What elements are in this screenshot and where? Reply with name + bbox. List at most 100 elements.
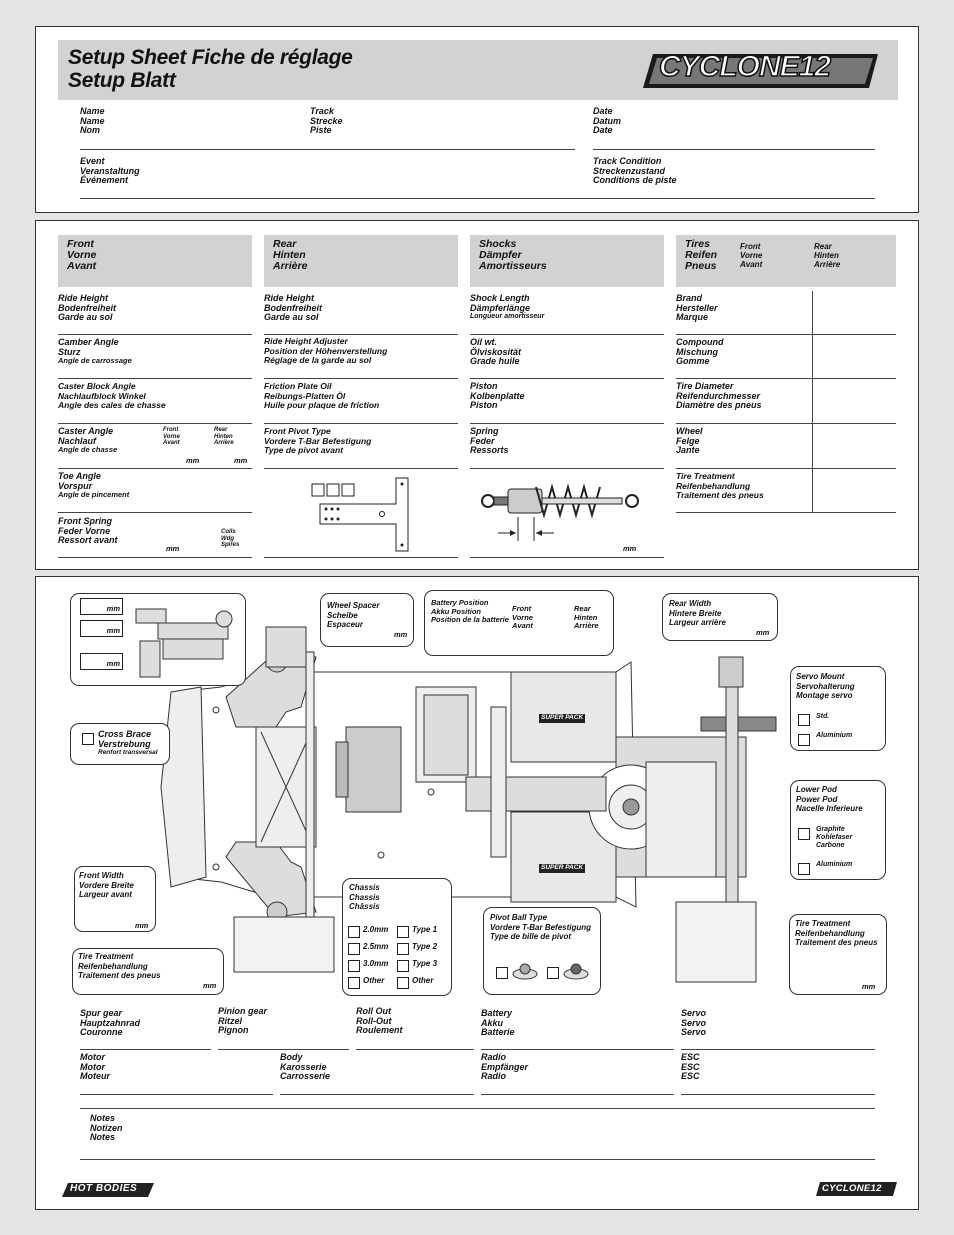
chassis-2mm-checkbox[interactable]: [348, 926, 360, 938]
lower-pod-alu-checkbox[interactable]: [798, 863, 810, 875]
event-input-line[interactable]: [80, 198, 875, 199]
compound-line[interactable]: [676, 378, 896, 379]
cross-brace-checkbox[interactable]: [82, 733, 94, 745]
type-other-checkbox[interactable]: [397, 977, 409, 989]
battery-field-line[interactable]: [481, 1049, 674, 1050]
shock-spring-line[interactable]: [470, 468, 664, 469]
shock-diagram-bottom-line: [470, 557, 664, 558]
pivot-ball-callout: [483, 907, 601, 995]
type1-checkbox[interactable]: [397, 926, 409, 938]
caster-rear-mm: mm: [234, 456, 248, 465]
toe-line[interactable]: [58, 512, 252, 513]
esc-line[interactable]: [681, 1094, 875, 1095]
chassis-3mm-checkbox[interactable]: [348, 960, 360, 972]
spacer-box-1[interactable]: mm: [80, 598, 123, 615]
tires-front-rear-divider: [812, 291, 813, 513]
brand-line[interactable]: [676, 334, 896, 335]
camber-line[interactable]: [58, 378, 252, 379]
pivot-type-line[interactable]: [264, 468, 458, 469]
front-width-mm: mm: [135, 921, 149, 930]
notes-top-line: [80, 1108, 875, 1109]
treatment-line[interactable]: [676, 512, 896, 513]
piston-line[interactable]: [470, 423, 664, 424]
type1-label: Type 1: [412, 925, 438, 934]
rh-adjuster-line[interactable]: [264, 378, 458, 379]
type3-checkbox[interactable]: [397, 960, 409, 972]
chassis-25mm-label: 2.5mm: [363, 942, 389, 951]
notes-bottom-line[interactable]: [80, 1159, 875, 1160]
servo-alu-checkbox[interactable]: [798, 734, 810, 746]
body-line[interactable]: [280, 1094, 474, 1095]
shock-mm: mm: [623, 544, 637, 553]
pivot-ball-drawing-1: [510, 961, 540, 981]
name-track-input-line[interactable]: [80, 149, 575, 150]
pivot-diagram-bottom-line: [264, 557, 458, 558]
spacer-box-3[interactable]: mm: [80, 653, 123, 670]
t-bar-diagram: [306, 476, 416, 556]
friction-line[interactable]: [264, 423, 458, 424]
roll-out-line[interactable]: [356, 1049, 474, 1050]
title-bar: Setup Sheet Fiche de réglage Setup Blatt…: [58, 40, 898, 100]
oil-line[interactable]: [470, 378, 664, 379]
front-tire-treatment-callout: [72, 948, 224, 995]
servo-std-checkbox[interactable]: [798, 714, 810, 726]
front-spring-line[interactable]: [58, 557, 252, 558]
shock-length-line[interactable]: [470, 334, 664, 335]
type2-checkbox[interactable]: [397, 943, 409, 955]
servo-std-label: Std.: [816, 713, 830, 720]
pinion-gear-line[interactable]: [218, 1049, 349, 1050]
wheel-spacer-callout: [320, 593, 414, 647]
spacer-box-2[interactable]: mm: [80, 620, 123, 637]
lower-pod-graphite-checkbox[interactable]: [798, 828, 810, 840]
hot-bodies-logo: HOT BODIES: [56, 1181, 156, 1199]
radio-line[interactable]: [481, 1094, 674, 1095]
motor-line[interactable]: [80, 1094, 273, 1095]
rear-ride-height-line[interactable]: [264, 334, 458, 335]
cyclone-footer-logo: CYCLONE12: [812, 1181, 898, 1197]
front-tire-treatment-mm: mm: [203, 981, 217, 990]
caster-line[interactable]: [58, 468, 252, 469]
front-ride-height-line[interactable]: [58, 334, 252, 335]
servo-field-line[interactable]: [681, 1049, 875, 1050]
chassis-3mm-label: 3.0mm: [363, 959, 389, 968]
chassis-2mm-label: 2.0mm: [363, 925, 389, 934]
caster-block-line[interactable]: [58, 423, 252, 424]
rear-tire-treatment-callout: [789, 914, 887, 995]
pivot-ball-2-checkbox[interactable]: [547, 967, 559, 979]
rear-width-callout: [662, 593, 778, 641]
type3-label: Type 3: [412, 959, 438, 968]
pivot-ball-1-checkbox[interactable]: [496, 967, 508, 979]
chassis-25mm-checkbox[interactable]: [348, 943, 360, 955]
chassis-other-checkbox[interactable]: [348, 977, 360, 989]
spur-gear-line[interactable]: [80, 1049, 211, 1050]
diameter-line[interactable]: [676, 423, 896, 424]
wheel-line[interactable]: [676, 468, 896, 469]
date-input-line[interactable]: [593, 149, 875, 150]
